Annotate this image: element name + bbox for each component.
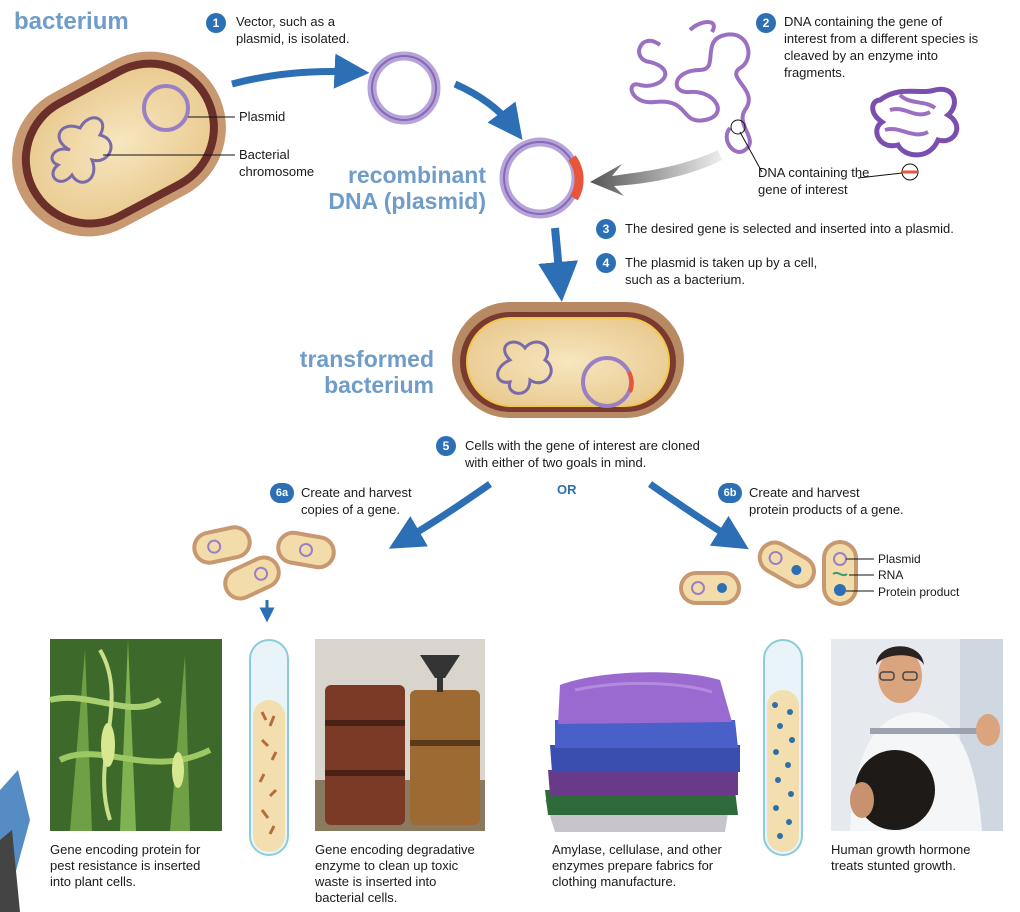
legend-protein-product: Protein product [878,585,960,599]
dna-strand [629,20,752,154]
step-4-badge: 4 [596,253,616,273]
step-6a-badge: 6a [270,483,294,503]
arrow-branch-6b [647,481,749,550]
step-6a-text: Create and harvest copies of a gene. [301,485,412,517]
legend-rna: RNA [878,568,904,582]
step-3-text: The desired gene is selected and inserte… [625,221,954,236]
dna-fragments [870,86,960,181]
step-2-text: DNA containing the gene of interest from… [784,14,979,80]
plasmid-ring [142,84,190,132]
transformed-bacterium [452,302,684,418]
caption-barrels: Gene encoding degradative enzyme to clea… [315,842,475,905]
step-6b-badge: 6b [718,483,742,503]
photo-corn [49,639,222,831]
caption-fabrics: Amylase, cellulase, and other enzymes pr… [552,842,722,889]
arrow-isolate [231,53,370,89]
recombinant-plasmid [499,137,584,219]
label-plasmid: Plasmid [239,109,286,124]
bacterium-cell [12,51,226,237]
arrow-gene-insert [590,150,722,196]
or-label: OR [557,482,577,497]
step-2-badge: 2 [756,13,776,33]
label-gene-of-interest: DNA containing the gene of interest [758,165,870,197]
title-recombinant-dna: recombinant DNA (plasmid) [328,162,486,214]
photo-fabrics [545,672,740,832]
test-tube-protein [763,639,803,856]
test-tube-gene-copies [249,639,289,856]
cloned-cells-6a [192,525,336,601]
left-edge-decoration [0,770,30,912]
step-3-badge: 3 [596,219,616,239]
label-bacterial-chromosome: Bacterial chromosome [239,147,315,179]
step-1-badge: 1 [206,13,226,33]
title-bacterium: bacterium [14,8,129,35]
arrow-to-recombinant [453,80,523,140]
step-5-badge: 5 [436,436,456,456]
step-6b-text: Create and harvest protein products of a… [749,485,904,517]
step-1-text: Vector, such as a plasmid, is isolated. [236,14,350,46]
photo-barrels [315,639,485,831]
arrow-uptake [538,227,579,302]
cloned-cells-6b [679,540,858,606]
caption-corn: Gene encoding protein for pest resistanc… [50,842,201,889]
title-transformed-bacterium: transformed bacterium [299,346,434,398]
bacterial-chromosome [50,116,113,184]
caption-doctor: Human growth hormone treats stunted grow… [831,842,971,873]
step-5-text: Cells with the gene of interest are clon… [465,438,700,470]
photo-doctor [831,639,1003,831]
inserted-gene [568,155,584,201]
legend-plasmid: Plasmid [878,552,921,566]
step-4-text: The plasmid is taken up by a cell, such … [625,255,818,287]
arrow-branch-6a [388,481,493,549]
